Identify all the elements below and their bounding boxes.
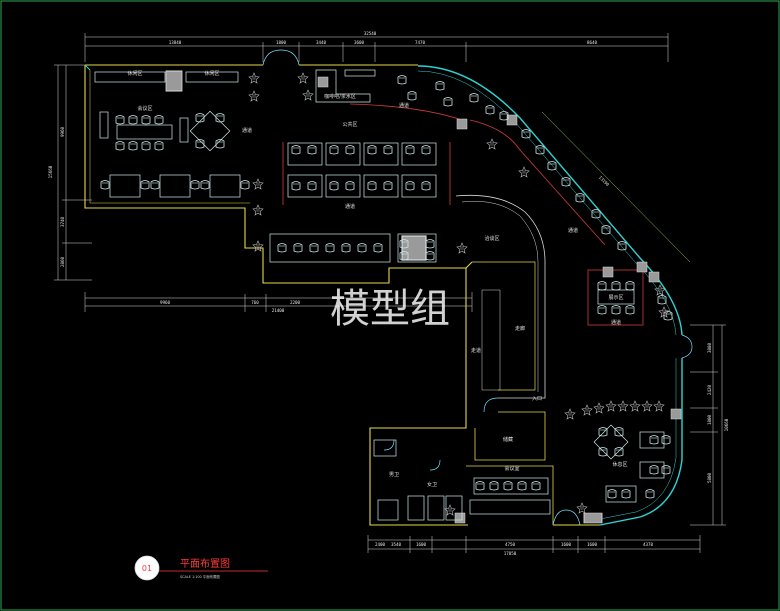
dim-mid-1: 9960 [160,300,171,305]
room-label-passage-4: 通道 [568,227,578,234]
dim-right-4: 5800 [707,472,712,483]
drawing-number: 01 [142,564,152,573]
room-label-office: 会议室 [504,465,519,472]
dim-left-overall: 15660 [48,165,53,178]
drawing-title: 平面布置图 [180,558,230,570]
room-label-meeting: 会议区 [137,105,152,112]
dim-bottom-2: 3540 [391,542,402,547]
dim-bottom-4: 4750 [505,542,516,547]
dim-bottom-5: 1600 [561,542,572,547]
doors [262,49,693,526]
room-label-exhibit-passage: 通道 [611,319,621,326]
dim-top-6: 8640 [587,40,598,45]
dim-top-3: 3440 [316,40,327,45]
room-label-public: 公共区 [342,121,357,128]
dim-left-3: 2860 [60,256,65,267]
room-label-storage: 储藏 [503,436,513,443]
room-label-lounge: 洽谈区 [484,235,499,242]
room-label-entrance: 入口 [532,396,542,402]
dim-mid-2: 760 [251,300,259,305]
dim-mid-overall: 21400 [272,308,285,313]
room-label-passage-3: 通道 [399,102,409,109]
dim-bottom-overall: 17850 [504,551,517,556]
dimension-labels: 32540 13840 1800 3440 3600 7470 8640 156… [48,31,729,556]
dim-right-2: 2420 [707,384,712,395]
drawing-scale: SCALE 1:100 平面布置图 [180,574,220,579]
room-label-coffee: 咖啡吧/茶水区 [324,93,356,100]
room-label-passage-1: 通道 [242,127,252,134]
dim-right-1: 3880 [707,342,712,353]
room-label-corridor: 走廊 [515,325,525,332]
dim-bottom-6: 1600 [587,542,598,547]
dim-mid-3: 2200 [290,300,301,305]
dim-right-3: 1800 [707,414,712,425]
room-label-rest-b: 休闲区 [204,70,219,77]
dimension-lines [54,33,726,553]
dim-bottom-3: 1600 [416,542,427,547]
watermark: 模型组 [330,286,450,332]
red-partitions [282,103,644,326]
dim-top-4: 3600 [354,40,365,45]
dim-top-2: 1800 [276,40,287,45]
dim-bottom-7: 4370 [643,542,654,547]
room-label-rest-area: 休息区 [612,461,627,468]
room-label-restroom-f: 女卫 [427,481,437,488]
drawing-number-circle [134,555,160,581]
room-label-rest-a: 休闲区 [127,70,142,77]
title-block: 01 平面布置图 SCALE 1:100 平面布置图 [134,555,268,581]
dim-left-2: 3740 [60,216,65,227]
dim-top-5: 7470 [415,40,426,45]
dim-right-overall: 10660 [724,418,729,431]
dim-top-1: 13840 [169,40,182,45]
room-labels: 休闲区 休闲区 会议区 通道 公共区 通道 咖啡吧/茶水区 通道 通道 洽谈区 … [127,70,627,488]
dim-bottom-1: 2400 [375,542,386,547]
room-label-exhibit: 展示区 [608,295,623,301]
dim-left-1: 9960 [60,126,65,137]
exterior-walls [84,64,600,526]
room-label-walkway: 走道 [471,347,481,354]
room-label-restroom-m: 男卫 [389,472,399,478]
dim-top-overall: 32540 [364,31,377,36]
furniture [94,69,665,521]
room-label-passage-2: 通道 [345,203,355,210]
dim-diagonal: 13190 [598,175,611,188]
